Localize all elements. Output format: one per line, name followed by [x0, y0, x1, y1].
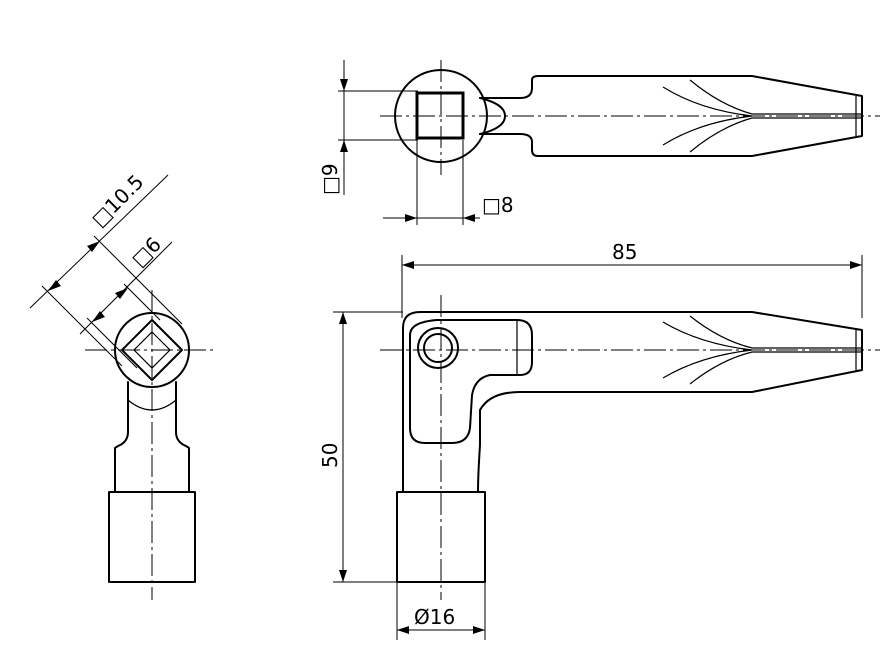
dimension-square-8: □8	[383, 140, 514, 225]
side-view-square-outer	[121, 319, 183, 381]
label-85: 85	[612, 240, 637, 264]
front-view-body-outline	[402, 311, 863, 493]
front-view	[380, 295, 880, 600]
side-view	[85, 290, 215, 600]
front-view-sleeve	[396, 491, 486, 583]
dimension-square-9: □9	[318, 60, 418, 195]
label-square-6: □6	[127, 232, 166, 271]
front-view-inner-slot	[409, 319, 533, 444]
dimension-diameter-16: Ø16	[396, 582, 486, 640]
label-square-9: □9	[318, 163, 342, 195]
front-view-pin-inner	[423, 333, 453, 363]
dimension-50: 50	[318, 311, 403, 583]
label-diameter-16: Ø16	[414, 605, 455, 629]
label-square-10-5: □10.5	[87, 170, 149, 232]
top-view	[380, 60, 880, 175]
label-square-8: □8	[482, 193, 514, 217]
label-50: 50	[318, 443, 342, 468]
front-view-pin-outer	[417, 327, 459, 369]
dimension-85: 85	[401, 240, 863, 318]
side-view-neck	[114, 381, 190, 493]
